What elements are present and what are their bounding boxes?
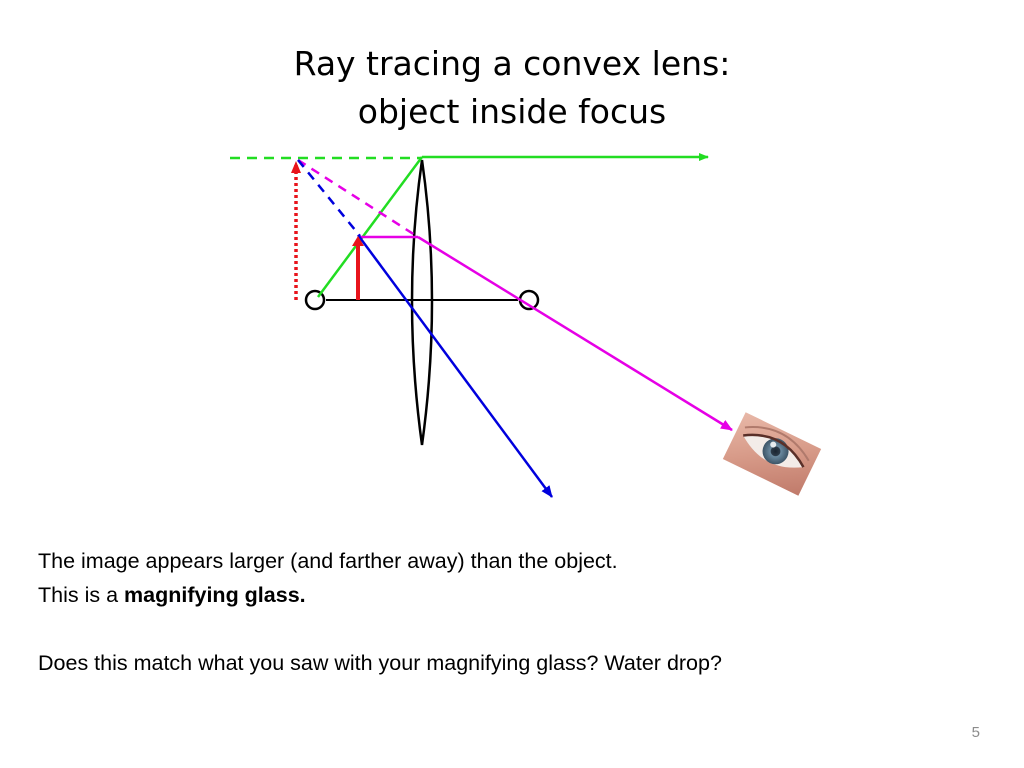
slide-title: Ray tracing a convex lens: object inside… bbox=[0, 40, 1024, 136]
body-line-1: The image appears larger (and farther aw… bbox=[38, 549, 618, 573]
eye-icon bbox=[722, 412, 822, 496]
ray-through-center bbox=[356, 234, 554, 498]
body-line-2: This is a magnifying glass. bbox=[38, 578, 998, 612]
page-number: 5 bbox=[971, 724, 980, 741]
body-line-3: Does this match what you saw with your m… bbox=[38, 651, 722, 675]
ray-center-backtrace bbox=[297, 159, 361, 237]
body-line-2-bold: magnifying glass. bbox=[124, 583, 306, 607]
lens-icon bbox=[410, 159, 434, 446]
ray-parallel-refracted bbox=[417, 235, 733, 432]
object-arrow-head bbox=[352, 236, 364, 246]
slide-body: The image appears larger (and farther aw… bbox=[38, 544, 998, 680]
body-line-2-prefix: This is a bbox=[38, 583, 125, 607]
title-line-1: Ray tracing a convex lens: bbox=[293, 44, 731, 83]
ray-through-focus-incident bbox=[316, 156, 424, 298]
title-line-2: object inside focus bbox=[357, 92, 667, 131]
ray-parallel-backtrace bbox=[297, 158, 419, 239]
paragraph-gap bbox=[38, 612, 998, 646]
